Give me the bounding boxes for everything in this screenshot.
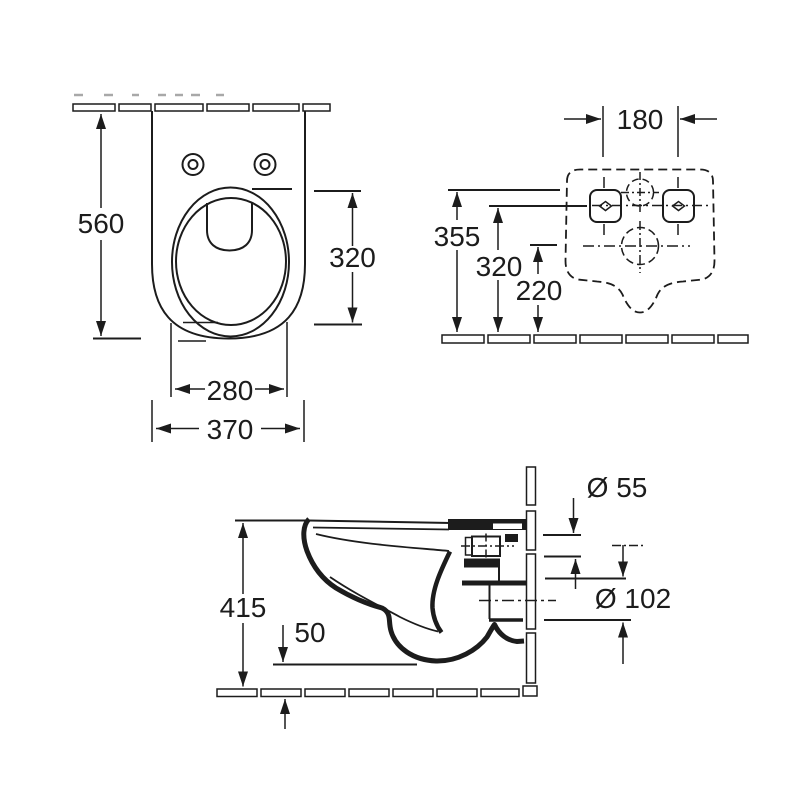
floor-segment [480, 688, 520, 698]
floor-segment [487, 334, 531, 344]
diamond-mark [671, 200, 686, 212]
dim-height-415: 415 [220, 519, 308, 687]
fixing-hole-left [589, 177, 622, 235]
floor-hatch-rear [441, 334, 749, 344]
inner-bowl-line [329, 576, 439, 633]
dim-outlet-height-220: 220 [516, 244, 563, 332]
outlet-pipe [462, 580, 556, 622]
wall-segment [252, 103, 300, 112]
seat-top-line [308, 519, 452, 524]
rear-view: 180 355 320 220 [434, 104, 749, 344]
floor-segment [579, 334, 623, 344]
flush-ledge [206, 202, 253, 252]
wall-hatch-top [72, 93, 331, 112]
seat-inner-rim [175, 197, 287, 326]
wall-segment [118, 103, 152, 112]
bowl-back-wall-line [430, 550, 453, 634]
floor-segment [304, 688, 346, 698]
dim-bowl-length-320: 320 [183, 188, 376, 326]
mounting-hole-left [181, 153, 205, 176]
wall-segment [525, 553, 537, 630]
wall-segment [72, 103, 116, 112]
dim-clearance-label: 50 [294, 617, 325, 648]
floor-segment [625, 334, 669, 344]
floor-hatch-side [216, 688, 520, 698]
dim-inlet-diameter-55: Ø 55 [543, 472, 647, 589]
plan-view: 560 320 280 370 [72, 93, 376, 445]
body-outline-dashed [564, 168, 716, 314]
fixing-hole-right [662, 177, 695, 235]
dim-outlet-height-label: 220 [516, 275, 563, 306]
toilet-body-outline [151, 111, 306, 340]
diamond-mark [598, 200, 613, 212]
flange-block [505, 534, 518, 542]
wall-segment [525, 632, 537, 684]
dim-width-370: 370 [151, 400, 305, 445]
water-inlet-connector [461, 533, 646, 559]
dim-inlet-diameter-label: Ø 55 [587, 472, 648, 503]
wall-segment [206, 103, 250, 112]
floor-segment [533, 334, 577, 344]
dim-outlet-diameter-label: Ø 102 [595, 583, 671, 614]
dim-fixing-height-label: 320 [476, 251, 523, 282]
seat-outer-rim [171, 186, 290, 338]
floor-segment [717, 334, 749, 344]
mounting-flange-bar [448, 519, 527, 530]
dim-bowl-length-label: 320 [329, 242, 376, 273]
floor-segment [441, 334, 485, 344]
wall-segment [154, 103, 204, 112]
wall-segment [525, 466, 537, 506]
dim-bowl-width-label: 280 [207, 375, 254, 406]
outlet-circle [583, 221, 690, 273]
water-inlet-circle [621, 172, 659, 214]
floor-segment [392, 688, 434, 698]
dim-fixing-height-320: 320 [476, 205, 587, 332]
floor-segment [671, 334, 715, 344]
dim-outlet-diameter-102: Ø 102 [544, 545, 671, 664]
outer-profile [301, 517, 525, 664]
floor-segment [348, 688, 390, 698]
mounting-hole-right [253, 153, 277, 176]
floor-segment [216, 688, 258, 698]
wall-floor-corner [522, 685, 538, 697]
dim-top-height-355: 355 [434, 189, 560, 332]
floor-segment [436, 688, 478, 698]
dim-top-height-label: 355 [434, 221, 481, 252]
side-view: 415 50 Ø 55 Ø 102 [216, 466, 671, 729]
dim-height-label: 415 [220, 592, 267, 623]
toilet-side-profile [301, 517, 527, 664]
dim-width-label: 370 [207, 414, 254, 445]
dim-fixing-centres-label: 180 [617, 104, 664, 135]
wall-hatch-side [522, 466, 538, 697]
wall-segment [302, 103, 331, 112]
flange-slot [493, 523, 522, 529]
floor-segment [260, 688, 302, 698]
dim-depth-560: 560 [78, 114, 206, 342]
dim-bowl-width-280: 280 [170, 322, 288, 406]
dim-clearance-50: 50 [273, 617, 417, 729]
seat-bottom-line [312, 526, 450, 531]
rim-underside-line [315, 533, 450, 552]
dim-depth-label: 560 [78, 208, 125, 239]
dim-fixing-centres-180: 180 [564, 104, 717, 157]
wall-segment [525, 510, 537, 551]
